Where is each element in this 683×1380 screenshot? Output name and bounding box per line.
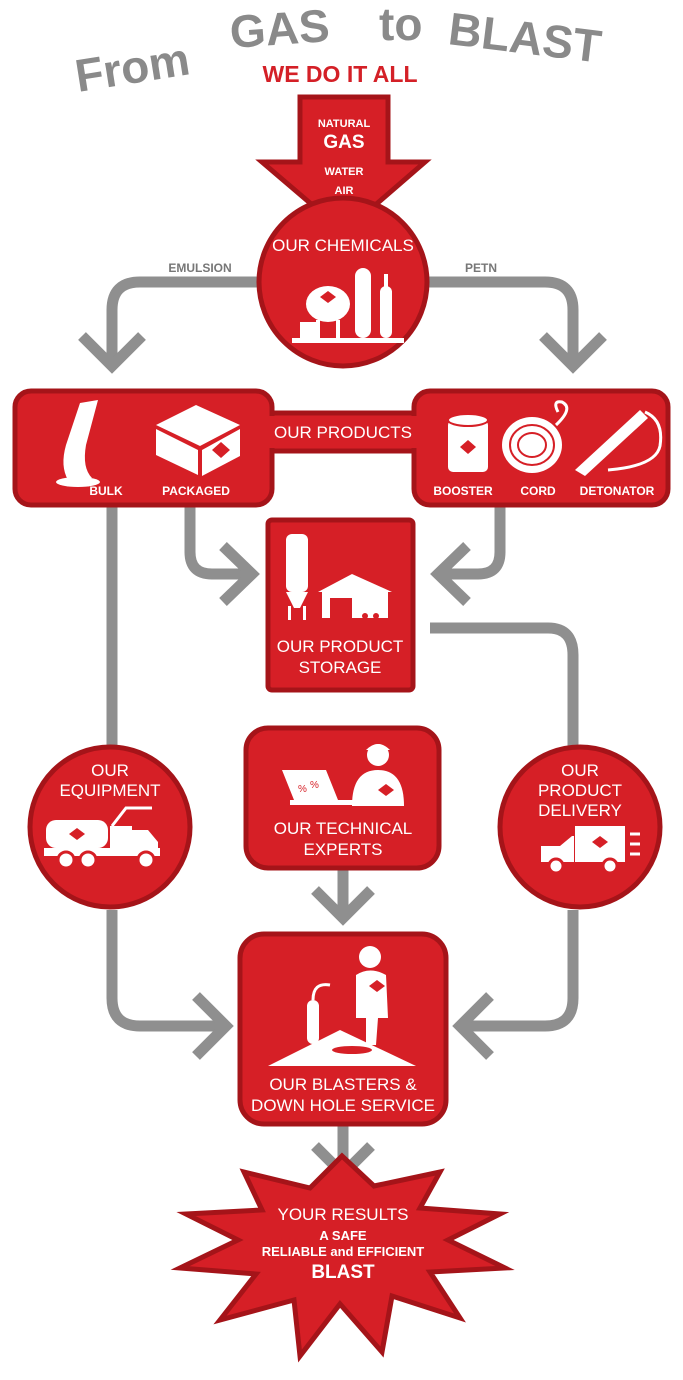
delivery-label-line2: PRODUCT: [538, 781, 622, 800]
equipment-label-line2: EQUIPMENT: [59, 781, 160, 800]
product-detonator-label: DETONATOR: [580, 484, 655, 498]
engineer-laptop-icon: % %: [282, 744, 404, 806]
chemicals-label: OUR CHEMICALS: [272, 236, 414, 255]
delivery-node: OUR PRODUCT DELIVERY: [497, 744, 663, 910]
blasters-label-line1: OUR BLASTERS &: [269, 1075, 417, 1094]
title-word-gas: GAS: [228, 0, 331, 58]
input-arrow-shape: [255, 94, 432, 236]
storage-node: OUR PRODUCT STORAGE: [265, 517, 416, 693]
equipment-label-line1: OUR: [91, 761, 129, 780]
results-starburst: [170, 1152, 515, 1363]
arrowhead-petn: [539, 332, 607, 374]
input-gas: GAS: [323, 132, 364, 153]
delivery-truck-icon: [541, 826, 640, 875]
storage-label-line1: OUR PRODUCT: [277, 637, 404, 656]
arrowhead-packaged-storage: [219, 542, 260, 606]
arrowhead-delivery-blasters: [452, 992, 494, 1060]
connector-petn: [420, 276, 579, 362]
connector-emulsion: [106, 276, 260, 362]
results-label-line2: A SAFE: [319, 1228, 367, 1243]
svg-text:%: %: [310, 780, 319, 791]
chemical-plant-icon: [292, 268, 404, 343]
results-label-line3: RELIABLE and EFFICIENT: [262, 1244, 425, 1259]
branch-label-petn: PETN: [465, 261, 497, 275]
branch-label-emulsion: EMULSION: [168, 261, 231, 275]
results-label-line4: BLAST: [311, 1262, 375, 1283]
silo-warehouse-icon: [286, 534, 392, 620]
technical-label-line1: OUR TECHNICAL: [274, 819, 413, 838]
connector-packaged-storage: [184, 505, 252, 580]
bulk-hose-icon: [56, 400, 100, 487]
bulk-truck-icon: [44, 806, 160, 870]
booster-icon: [447, 413, 489, 472]
svg-text:%: %: [298, 784, 307, 795]
title-word-to: to: [379, 0, 422, 50]
input-water: WATER: [325, 166, 364, 178]
results-node: YOUR RESULTS A SAFE RELIABLE and EFFICIE…: [170, 1152, 515, 1363]
arrowhead-emulsion: [78, 332, 146, 374]
cord-spool-icon: [502, 400, 569, 473]
chemicals-node: OUR CHEMICALS: [256, 195, 430, 369]
detonator-icon: [575, 410, 663, 476]
delivery-label-line3: DELIVERY: [538, 801, 622, 820]
raw-inputs-arrow: NATURAL GAS WATER AIR: [255, 94, 432, 236]
delivery-label-line1: OUR: [561, 761, 599, 780]
equipment-node: OUR EQUIPMENT: [27, 744, 193, 910]
technical-node: % % OUR TECHNICAL EXPERTS: [243, 725, 442, 871]
flow-connectors: [78, 276, 607, 1182]
title-word-blast: BLAST: [446, 2, 605, 72]
arrowhead-equipment-blasters: [192, 992, 234, 1060]
input-air: AIR: [335, 185, 354, 197]
products-node: OUR PRODUCTS B: [12, 388, 671, 508]
product-cord-label: CORD: [520, 484, 556, 498]
blaster-worker-icon: [268, 946, 416, 1066]
packaged-box-icon: [156, 405, 240, 476]
technical-box: [243, 725, 442, 871]
storage-label-line2: STORAGE: [299, 658, 382, 677]
title-word-from: From: [71, 33, 193, 102]
blasters-node: OUR BLASTERS & DOWN HOLE SERVICE: [237, 931, 449, 1127]
input-natural: NATURAL: [318, 118, 371, 130]
diagram-subtitle: WE DO IT ALL: [262, 61, 417, 87]
products-label: OUR PRODUCTS: [274, 423, 412, 442]
product-bulk-label: BULK: [89, 484, 123, 498]
blasters-label-line2: DOWN HOLE SERVICE: [251, 1096, 435, 1115]
blasters-box: [237, 931, 449, 1127]
product-packaged-label: PACKAGED: [162, 484, 230, 498]
connector-storage-delivery: [430, 622, 579, 750]
arrowhead-petn-storage: [430, 542, 471, 606]
product-booster-label: BOOSTER: [433, 484, 493, 498]
results-label-line1: YOUR RESULTS: [278, 1205, 409, 1224]
connector-petn-storage: [438, 505, 506, 580]
technical-label-line2: EXPERTS: [303, 840, 382, 859]
connector-delivery-blasters: [462, 910, 579, 1032]
connector-equipment-blasters: [106, 910, 225, 1032]
arrowhead-technical-blasters: [311, 886, 375, 926]
